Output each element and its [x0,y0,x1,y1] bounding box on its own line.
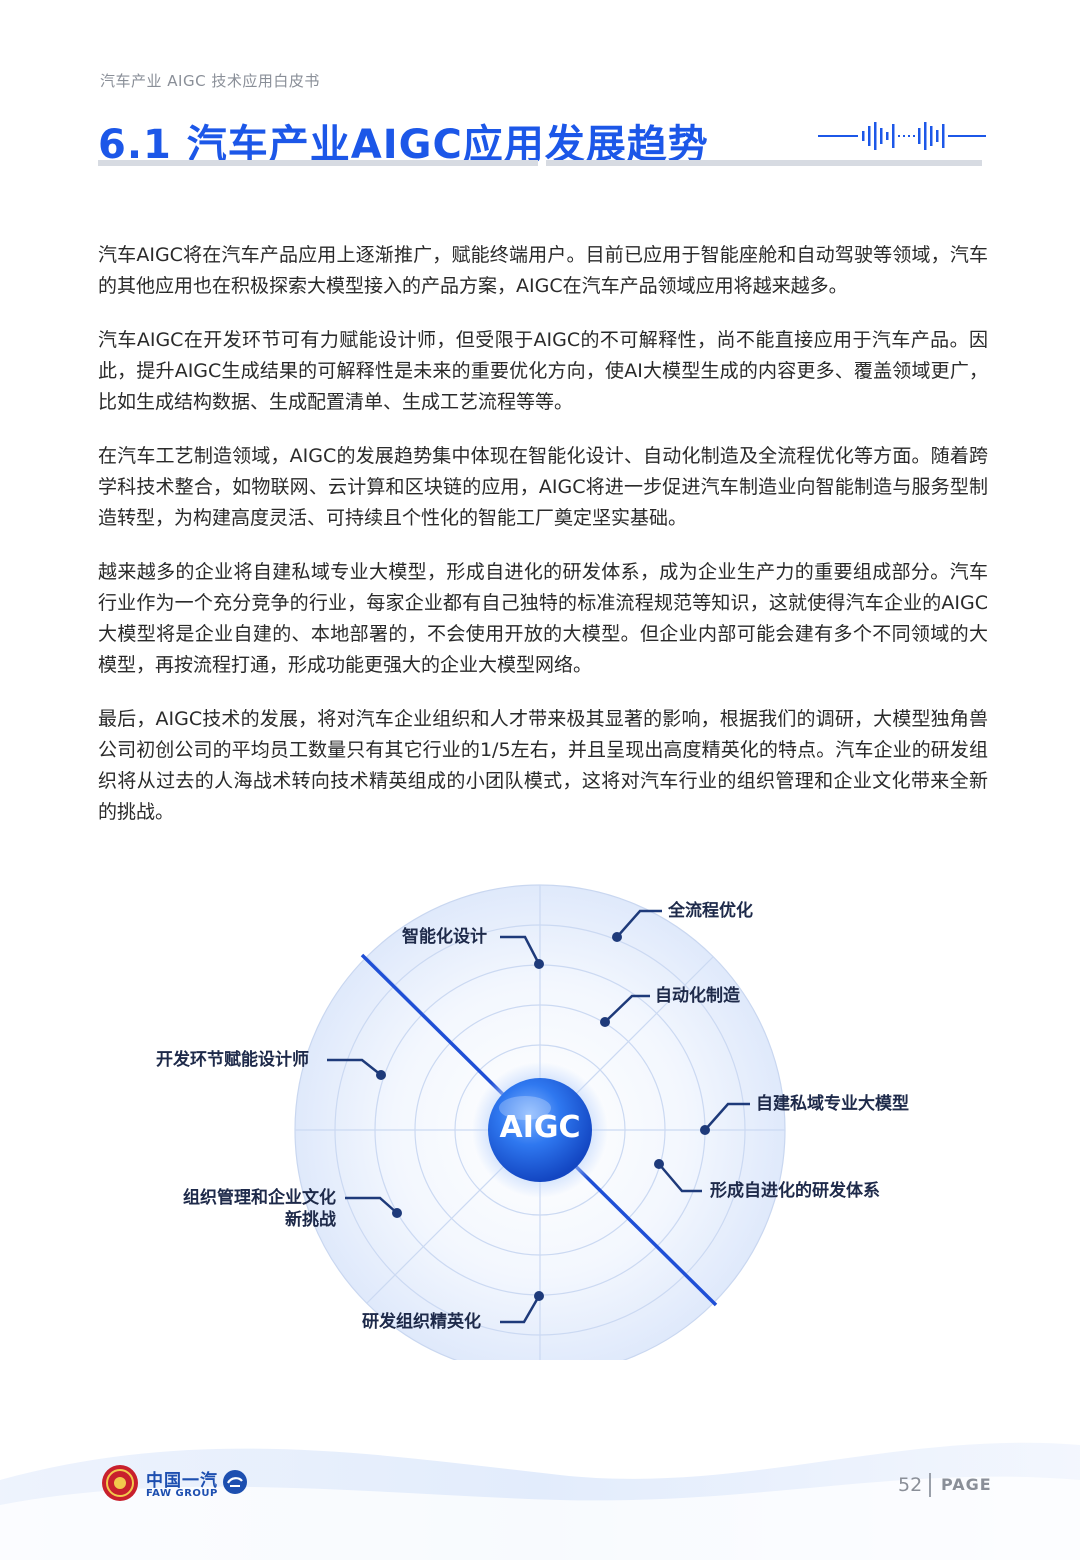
label-org-mgmt-line2: 新挑战 [285,1210,336,1230]
emblem-icon [102,1465,138,1501]
paragraph: 越来越多的企业将自建私域专业大模型，形成自进化的研发体系，成为企业生产力的重要组… [98,561,988,676]
faw-badge-icon [223,1470,247,1494]
radar-graphic [294,884,786,1360]
logo-chinese: 中国一汽 [146,1471,218,1491]
paragraph: 汽车AIGC将在汽车产品应用上逐渐推广，赋能终端用户。目前已应用于智能座舱和自动… [98,244,988,297]
paragraph: 汽车AIGC在开发环节可有力赋能设计师，但受限于AIGC的不可解释性，尚不能直接… [98,329,988,413]
logo-english: FAW GROUP [146,1488,218,1499]
label-elite-org: 研发组织精英化 [362,1312,481,1332]
paragraph: 最后，AIGC技术的发展，将对汽车企业组织和人才带来极其显著的影响，根据我们的调… [98,708,988,823]
page-separator [929,1473,931,1497]
label-org-mgmt: 组织管理和企业文化 新挑战 [172,1187,336,1231]
label-private-model: 自建私域专业大模型 [756,1094,909,1114]
title-underline [98,160,982,166]
document-title: 汽车产业 AIGC 技术应用白皮书 [100,72,320,90]
label-full-process: 全流程优化 [668,901,753,921]
label-auto-manufacture: 自动化制造 [655,986,740,1006]
aigc-trend-diagram: AIGC 全流程优化 智能化设计 自动化制造 开发环节赋能设计师 自建私域专业大… [150,880,950,1360]
label-org-mgmt-line1: 组织管理和企业文化 [183,1188,336,1208]
label-self-evolve: 形成自进化的研发体系 [710,1181,880,1201]
soundwave-icon [818,122,986,150]
paragraph: 在汽车工艺制造领域，AIGC的发展趋势集中体现在智能化设计、自动化制造及全流程优… [98,445,988,529]
label-designer-enable: 开发环节赋能设计师 [156,1050,309,1070]
label-smart-design: 智能化设计 [402,927,487,947]
page-word: PAGE [941,1475,992,1494]
body-text: 汽车AIGC将在汽车产品应用上逐渐推广，赋能终端用户。目前已应用于智能座舱和自动… [98,240,988,851]
page-number: 52 [898,1474,923,1496]
footer-wave-decoration [0,1442,1080,1560]
aigc-center-label: AIGC [499,1110,581,1145]
